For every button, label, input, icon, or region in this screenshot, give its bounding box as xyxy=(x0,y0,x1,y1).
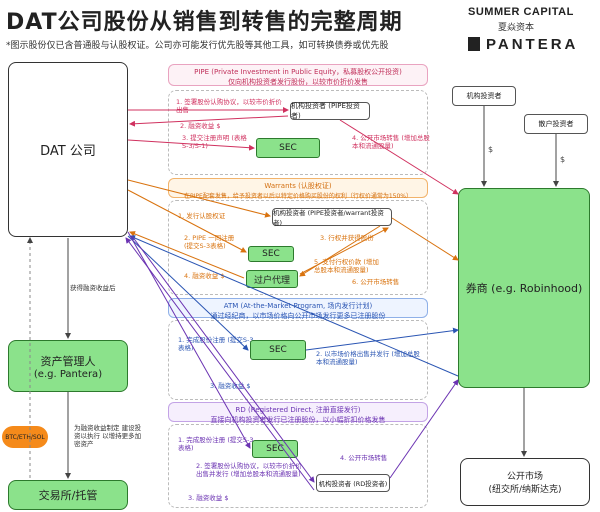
broker-label: 券商 (e.g. Robinhood) xyxy=(465,282,583,295)
broker-node: 券商 (e.g. Robinhood) xyxy=(458,188,590,388)
rd-step-4: 4. 公开市场转售 xyxy=(340,454,388,462)
public-market-label: 公开市场 xyxy=(506,472,543,482)
public-market-sub: (纽交所/纳斯达克) xyxy=(488,485,562,495)
atm-arrow-3 xyxy=(129,235,459,377)
summer-capital-logo: SUMMER CAPITAL xyxy=(468,6,574,18)
transfer-agent-label: 过户代理 xyxy=(253,275,290,286)
warrants-header-desc: 在PIPE配套发售，给予投资者以后以特定价格购买股份的权利（行权价通常为150%… xyxy=(184,193,412,200)
rd-investor-label: 机构投资者 (RD投资者) xyxy=(318,480,388,488)
atm-sec-label: SEC xyxy=(269,345,287,355)
pipe-arrow-2 xyxy=(129,115,289,127)
warrant-investor-box: 机构投资者 (PIPE投资者/warrant投资者) xyxy=(272,208,392,227)
warrants-step-3: 3. 行权并获得股份 xyxy=(320,234,374,242)
rd-sec-label: SEC xyxy=(266,444,284,454)
warrants-arrow-1 xyxy=(127,179,271,218)
page-subtitle: *图示股份仅已含普通股与认股权证。公司亦可能发行优先股等其他工具，如可转换债券或… xyxy=(6,41,389,51)
rd-arrow-3 xyxy=(125,237,315,491)
retail-investor-box: 散户投资者 xyxy=(524,114,588,134)
atm-step-2: 2. 以市场价格出售并发行 (增加总股本和流通股量) xyxy=(316,350,420,367)
top-institutional-investor-box: 机构投资者 xyxy=(452,86,516,106)
warrants-header: Warrants (认股权证) 在PIPE配套发售，给予投资者以后以特定价格购买… xyxy=(168,178,428,200)
warrants-sec-label: SEC xyxy=(262,249,280,259)
pantera-logo: PANTERA xyxy=(486,36,579,53)
top-institutional-investor-label: 机构投资者 xyxy=(466,92,502,100)
pipe-investor-label: 机构投资者 (PIPE投资者) xyxy=(291,102,360,120)
public-market-node: 公开市场 (纽交所/纳斯达克) xyxy=(460,458,590,506)
pantera-mark-icon xyxy=(468,37,480,51)
warrants-arrow-3 xyxy=(299,227,389,275)
exchange-node: 交易所/托管 xyxy=(8,480,128,510)
asset-manager-sub: (e.g. Pantera) xyxy=(33,368,103,380)
transfer-agent-box: 过户代理 xyxy=(246,270,298,288)
pipe-header-title: PIPE (Private Investment in Public Equit… xyxy=(194,68,402,76)
rd-arrow-2 xyxy=(131,235,315,483)
atm-header-desc: 通过经纪商，以市场价格向公开市场发行更多已注册股份 xyxy=(210,312,386,320)
warrants-arrow-2 xyxy=(127,189,247,253)
institutional-dollar-label: $ xyxy=(488,145,493,154)
pipe-step-3: 3. 提交注册声明 (表格S-3/S-1) xyxy=(182,134,247,151)
warrants-step-2: 2. PIPE 一同注册 (提交S-3表格) xyxy=(184,234,235,251)
pipe-sec-label: SEC xyxy=(279,143,297,153)
rd-header-desc: 直接向机构投资者发行已注册股份，以小幅折扣价格发售 xyxy=(210,416,386,424)
fund-flow-label: 获得融资收益后 xyxy=(70,284,116,292)
retail-investor-label: 散户投资者 xyxy=(538,120,574,128)
atm-step-1: 1. 完成股份注册 (提交S-3表格) xyxy=(178,336,254,353)
rd-arrow-4 xyxy=(389,379,459,479)
atm-arrow-1 xyxy=(127,235,249,351)
rd-header-title: RD (Registered Direct, 注册直接发行) xyxy=(235,406,361,414)
warrants-header-title: Warrants (认股权证) xyxy=(264,182,332,190)
btc-badge: BTC/ETH/SOL xyxy=(2,426,48,448)
rd-step-1: 1. 完成股份注册 (提交S-3表格) xyxy=(178,436,254,453)
pipe-step-2: 2. 融资收益 $ xyxy=(180,122,221,130)
rd-region xyxy=(168,424,428,508)
atm-region xyxy=(168,320,428,400)
asset-manager-node: 资产管理人 (e.g. Pantera) xyxy=(8,340,128,392)
warrant-investor-label: 机构投资者 (PIPE投资者/warrant投资者) xyxy=(273,209,384,227)
warrants-step-6: 6. 公开市场转售 xyxy=(352,278,400,286)
summer-capital-cn-logo: 夏焱资本 xyxy=(498,23,535,33)
warrants-step-4: 4. 融资收益 $ xyxy=(184,272,225,280)
exchange-label: 交易所/托管 xyxy=(38,489,98,502)
retail-dollar-label: $ xyxy=(560,155,565,164)
pipe-header-desc: 仅向机构投资者发行股份，以较市价折价发售 xyxy=(228,78,368,86)
dat-company-label: DAT 公司 xyxy=(40,144,96,159)
pipe-header: PIPE (Private Investment in Public Equit… xyxy=(168,64,428,86)
pipe-region xyxy=(168,90,428,175)
warrants-arrow-4 xyxy=(129,231,245,279)
atm-header-title: ATM (At-the-Market Program, 场内发行计划) xyxy=(223,302,373,310)
warrants-step-1: 1. 发行认股权证 xyxy=(178,212,226,220)
asset-manager-label: 资产管理人 xyxy=(40,354,96,368)
manage-label: 为融资收益制定 建设投资以执行 以增持更多加密资产 xyxy=(74,424,142,449)
atm-step-3: 3. 融资收益 $ xyxy=(210,382,251,390)
atm-sec-box: SEC xyxy=(250,340,306,360)
dat-company-node: DAT 公司 xyxy=(8,62,128,237)
pipe-sec-box: SEC xyxy=(256,138,320,158)
pipe-arrow-3 xyxy=(127,139,255,151)
rd-step-3: 3. 融资收益 $ xyxy=(188,494,229,502)
pipe-investor-box: 机构投资者 (PIPE投资者) xyxy=(290,102,370,120)
page-title: DAT公司股份从销售到转售的完整周期 xyxy=(6,10,403,35)
warrants-arrow-5 xyxy=(299,225,381,277)
warrants-arrow-6 xyxy=(391,217,459,261)
pipe-arrow-4 xyxy=(339,119,459,195)
rd-step-2: 2. 签署股份认购协议，以较市价折价出售并发行 (增加总股本和流通股量) xyxy=(196,462,302,479)
warrants-step-5: 5. 支付行权价款 (增加总股本和流通股量) xyxy=(314,258,379,275)
atm-arrow-2 xyxy=(305,327,459,351)
warrants-sec-box: SEC xyxy=(248,246,294,262)
rd-investor-box: 机构投资者 (RD投资者) xyxy=(316,474,390,492)
pipe-step-4: 4. 公开市场转售 (增加总股本和流通股量) xyxy=(352,134,430,151)
btc-label: BTC/ETH/SOL xyxy=(5,433,45,441)
